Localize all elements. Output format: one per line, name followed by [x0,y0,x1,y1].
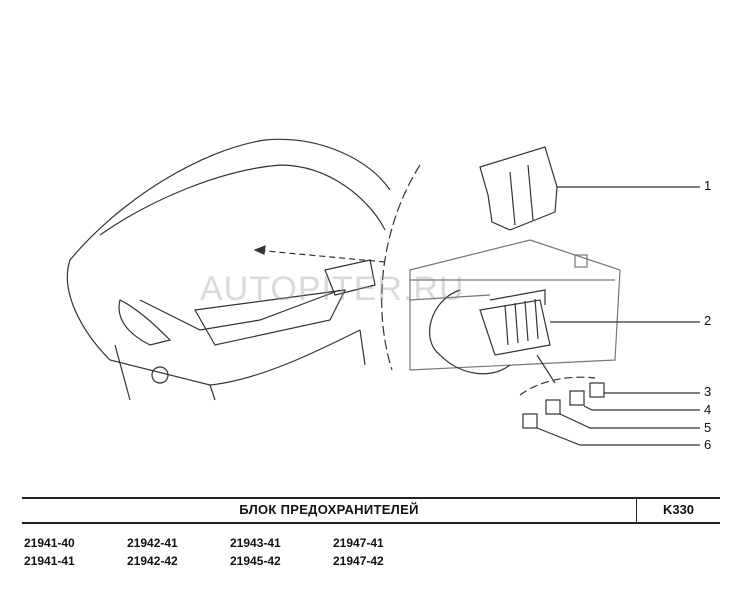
model-code: 21945-42 [230,554,281,568]
footer-divider [636,497,637,523]
model-list: 21941-40 21942-41 21943-41 21947-41 2194… [24,536,436,568]
callout-4: 4 [704,402,712,417]
callout-6: 6 [704,437,712,452]
model-code: 21942-42 [127,554,178,568]
leader-line-4 [583,405,700,411]
section-title: БЛОК ПРЕДОХРАНИТЕЛЕЙ [239,502,419,517]
fuse-box-cover [479,146,558,231]
leader-line-5 [559,413,700,429]
fuse-box-holder [429,289,551,375]
exploded-view-drawing [66,138,700,446]
leader-arrow-to-car [254,249,386,263]
model-code: 21941-40 [24,536,75,550]
fuses [522,382,605,429]
callout-3: 3 [704,384,712,399]
callout-2: 2 [704,313,712,328]
model-code: 21943-41 [230,536,281,550]
model-code: 21947-41 [333,536,384,550]
callout-1: 1 [704,178,712,193]
arrowhead-icon [253,245,266,255]
car-front-illustration [66,138,391,401]
watermark: AUTOPITER.RU [200,270,465,308]
model-code: 21942-41 [127,536,178,550]
model-code: 21941-41 [24,554,75,568]
leader-arrow-to-holder [536,354,556,384]
leader-line-6 [536,427,700,446]
detail-boundary-arc [381,164,421,371]
battery [409,239,621,371]
callout-5: 5 [704,420,712,435]
footer-bottom-rule [22,522,720,524]
model-code: 21947-42 [333,554,384,568]
footer-top-rule [22,497,720,499]
section-code: K330 [662,502,695,517]
